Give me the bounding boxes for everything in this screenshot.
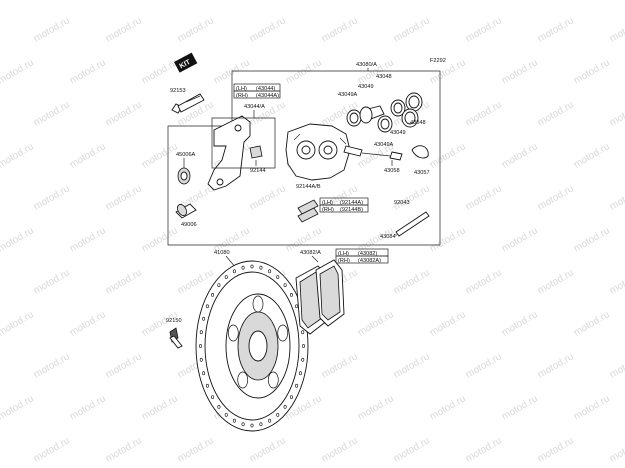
- pad-spring-92144AB-icon: [297, 199, 319, 223]
- brake-pads-icon: [295, 259, 345, 335]
- disc-hole: [199, 357, 203, 362]
- label-92144A: (92144A): [340, 200, 363, 206]
- piston-43048-icon: [359, 105, 385, 124]
- label-43044-lh: (43044): [256, 86, 275, 92]
- label-43044A: 43044/A: [244, 104, 265, 110]
- disc-hole: [241, 422, 245, 427]
- disc-hole: [283, 405, 287, 409]
- disc-hole: [250, 264, 254, 269]
- label-lh-2: (LH): [322, 200, 333, 206]
- clip-92144-icon: [249, 145, 263, 159]
- svg-text:KIT: KIT: [179, 58, 193, 70]
- label-92144: 92144: [250, 168, 266, 174]
- seal-43049-icon: [390, 99, 406, 117]
- bolt-92153-icon: [171, 93, 205, 114]
- disc-hole: [259, 265, 263, 270]
- disc-hole: [295, 383, 299, 388]
- label-43049-mid: 43049: [390, 130, 406, 136]
- disc-carrier-cutout: [267, 371, 279, 389]
- disc-carrier-cutout: [227, 324, 239, 342]
- disc-hole: [232, 269, 236, 274]
- disc-hole: [268, 418, 272, 423]
- label-rh-3: (RH): [338, 258, 350, 264]
- label-43080A: 43080/A: [356, 62, 377, 68]
- label-43048-top: 43048: [376, 74, 392, 80]
- label-92144B: (92144B): [340, 207, 363, 213]
- label-rh-2: (RH): [322, 207, 334, 213]
- disc-hole: [211, 292, 215, 297]
- label-92153: 92153: [170, 88, 186, 94]
- disc-hole: [298, 371, 302, 376]
- disc-carrier-cutout: [237, 371, 249, 389]
- disc-hole: [276, 412, 280, 417]
- label-lh-3: (LH): [338, 251, 349, 257]
- pad-pin-92043-icon: [395, 211, 430, 237]
- disc-hole: [289, 292, 293, 297]
- label-43082A: 43082/A: [300, 250, 321, 256]
- label-43048-right: 43048: [410, 120, 426, 126]
- label-92144AB: 92144A/B: [296, 184, 321, 190]
- piston-43048-right-icon: [401, 108, 419, 128]
- disc-carrier-cutout: [277, 324, 289, 342]
- slide-pin-49006-icon: [175, 203, 197, 219]
- disc-hole: [202, 371, 206, 376]
- disc-hole: [268, 269, 272, 274]
- disc-hole: [289, 395, 293, 400]
- disc-hole: [202, 316, 206, 321]
- label-43082-rh: (43082A): [358, 258, 381, 264]
- bolt-92150-icon: [169, 327, 183, 349]
- disc-hole: [301, 344, 305, 348]
- kit-badge: KIT: [174, 52, 198, 73]
- diagram-code: F2292: [430, 58, 446, 64]
- disc-hole: [211, 395, 215, 400]
- disc-hole: [295, 304, 299, 309]
- disc-hole: [232, 418, 236, 423]
- label-43084: 43084: [380, 234, 396, 240]
- disc-hole: [217, 405, 221, 409]
- disc-hole: [301, 357, 305, 362]
- disc-hole: [241, 265, 245, 270]
- label-49006: 49006: [181, 222, 197, 228]
- disc-hole: [217, 283, 221, 287]
- label-43058: 43058: [384, 168, 400, 174]
- disc-hole: [199, 344, 203, 348]
- label-43057: 43057: [414, 170, 430, 176]
- disc-hole: [250, 423, 254, 428]
- brake-disc-icon: [195, 260, 309, 432]
- caliper-body-icon: [285, 123, 351, 181]
- disc-hole: [301, 330, 305, 335]
- label-43049A: 43049A: [338, 92, 358, 98]
- cap-43057-icon: [411, 145, 429, 159]
- disc-hole: [224, 275, 228, 280]
- seal-43049-mid-icon: [377, 115, 393, 133]
- seal-43049A-icon: [346, 109, 362, 127]
- disc-carrier-cutout: [252, 295, 264, 313]
- caliper-bracket-icon: [207, 115, 251, 191]
- disc-hole: [205, 383, 209, 388]
- label-92043: 92043: [394, 200, 410, 206]
- label-43049-top: 43049: [358, 84, 374, 90]
- label-43044-rh: (43044A): [256, 93, 279, 99]
- disc-hole: [205, 304, 209, 309]
- label-92150: 92150: [166, 318, 182, 324]
- label-43049A-low: 43049A: [374, 142, 394, 148]
- bleeder-valve-icon: [343, 145, 403, 161]
- disc-hole: [276, 275, 280, 280]
- boot-45006A-icon: [177, 167, 191, 185]
- disc-hole: [199, 330, 203, 335]
- label-41080: 41080: [214, 250, 230, 256]
- label-lh-1: (LH): [236, 86, 247, 92]
- disc-hole: [283, 283, 287, 287]
- piston-43048b-icon: [405, 92, 423, 112]
- disc-hole: [224, 412, 228, 417]
- disc-hole: [259, 422, 263, 427]
- label-45006A: 45006A: [176, 152, 196, 158]
- label-43082-lh: (43082): [358, 251, 377, 257]
- label-rh-1: (RH): [236, 93, 248, 99]
